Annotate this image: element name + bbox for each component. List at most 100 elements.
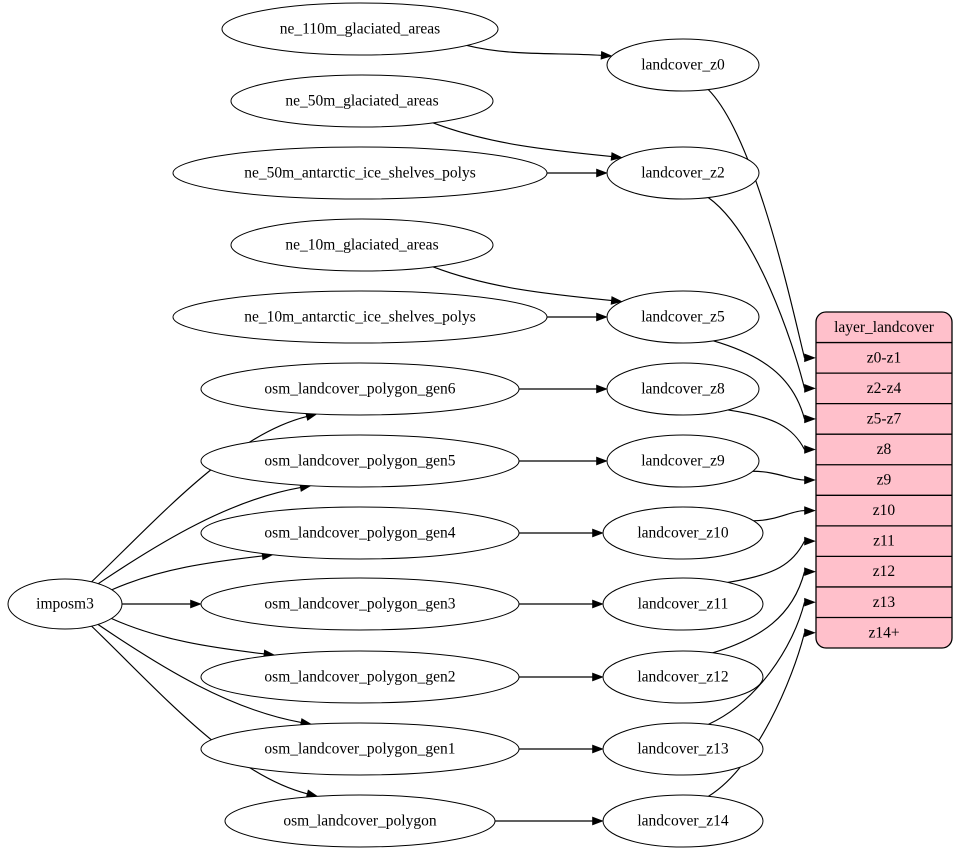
osm-table-node-osm_landcover_polygon_gen1[interactable]: osm_landcover_polygon_gen1 <box>200 722 520 776</box>
osm-table-node-osm_landcover_polygon_gen5[interactable]: osm_landcover_polygon_gen5 <box>200 434 520 488</box>
edge-line <box>707 197 806 389</box>
osm-table-node-osm_landcover_polygon_gen3[interactable]: osm_landcover_polygon_gen3 <box>200 577 520 631</box>
record-row-label-z2-z4[interactable]: z2-z4 <box>867 380 902 397</box>
source-node-imposm3[interactable]: imposm3 <box>7 578 123 630</box>
edge-ne_50m_antarctic_ice_shelves_polys-to-landcover-z2 <box>547 168 608 178</box>
record-row-label-z11[interactable]: z11 <box>873 533 895 550</box>
edge-line <box>753 510 805 522</box>
landcover-view-node-landcover_z13[interactable]: landcover_z13 <box>602 722 764 776</box>
natural-earth-node-ne_50m_antarctic_ice_shelves_polys[interactable]: ne_50m_antarctic_ice_shelves_polys <box>172 146 548 200</box>
natural-earth-node-ne_110m_glaciated_areas[interactable]: ne_110m_glaciated_areas <box>221 2 499 56</box>
record-row-label-z10[interactable]: z10 <box>873 502 896 519</box>
node-label: landcover_z8 <box>641 381 725 398</box>
edge-arrowhead <box>592 816 604 826</box>
landcover-view-node-landcover_z14[interactable]: landcover_z14 <box>602 794 764 848</box>
node-label: osm_landcover_polygon_gen6 <box>264 381 455 398</box>
edge-line <box>432 122 612 158</box>
landcover-view-node-landcover_z8[interactable]: landcover_z8 <box>606 362 760 416</box>
node-label: osm_landcover_polygon <box>283 813 437 830</box>
edge-line <box>712 571 806 654</box>
node-label: osm_landcover_polygon_gen3 <box>264 596 455 613</box>
ellipse-shape <box>200 722 520 776</box>
ellipse-shape <box>200 362 520 416</box>
ellipse-shape <box>200 434 520 488</box>
ellipse-shape <box>200 506 520 560</box>
natural-earth-node-ne_50m_glaciated_areas[interactable]: ne_50m_glaciated_areas <box>230 74 494 128</box>
edge-ne_10m_antarctic_ice_shelves_polys-to-landcover-z5 <box>547 312 608 322</box>
edge-imposm3-to-osm-landcover-polygon-gen2 <box>111 617 276 659</box>
edge-arrowhead <box>596 168 608 178</box>
ellipse-shape <box>200 577 520 631</box>
osm-table-node-osm_landcover_polygon_gen6[interactable]: osm_landcover_polygon_gen6 <box>200 362 520 416</box>
edge-line <box>727 540 806 583</box>
natural-earth-node-ne_10m_antarctic_ice_shelves_polys[interactable]: ne_10m_antarctic_ice_shelves_polys <box>172 290 548 344</box>
ellipse-shape <box>606 38 760 92</box>
record-row-label-z14-[interactable]: z14+ <box>868 624 899 641</box>
edge-line <box>708 602 806 725</box>
edge-line <box>97 623 302 723</box>
edge-landcover_z0-to-layer-landcover-z0-z1 <box>707 89 816 363</box>
edge-arrowhead <box>804 353 816 363</box>
edge-line <box>97 486 301 585</box>
node-label: landcover_z11 <box>638 596 729 613</box>
node-label: landcover_z14 <box>637 813 728 830</box>
ellipse-shape <box>606 434 760 488</box>
landcover-view-node-landcover_z9[interactable]: landcover_z9 <box>606 434 760 488</box>
edge-arrowhead <box>600 50 613 60</box>
ellipse-shape <box>602 794 764 848</box>
edge-arrowhead <box>596 384 608 394</box>
natural-earth-node-ne_10m_glaciated_areas[interactable]: ne_10m_glaciated_areas <box>230 218 494 272</box>
record-node-layer-landcover[interactable] <box>815 311 953 649</box>
record-row-label-z9[interactable]: z9 <box>877 472 892 489</box>
edge-line <box>91 416 307 583</box>
landcover-view-node-landcover_z11[interactable]: landcover_z11 <box>602 577 764 631</box>
edge-landcover_z10-to-layer-landcover-z10 <box>753 506 816 522</box>
landcover-view-node-landcover_z12[interactable]: landcover_z12 <box>602 650 764 704</box>
node-label: landcover_z13 <box>637 741 728 758</box>
edge-osm_landcover_polygon_gen6-to-landcover-z8 <box>519 384 608 394</box>
edge-landcover_z13-to-layer-landcover-z13 <box>708 597 816 725</box>
ellipse-shape <box>606 290 760 344</box>
edge-line <box>91 625 308 795</box>
landcover-view-node-landcover_z2[interactable]: landcover_z2 <box>606 146 760 200</box>
osm-table-node-osm_landcover_polygon_gen4[interactable]: osm_landcover_polygon_gen4 <box>200 506 520 560</box>
edge-osm_landcover_polygon_gen3-to-landcover-z11 <box>519 599 604 609</box>
edge-arrowhead <box>804 506 816 515</box>
edge-line <box>752 470 805 481</box>
edge-osm_landcover_polygon_gen1-to-landcover-z13 <box>518 744 604 754</box>
edge-arrowhead <box>804 628 816 638</box>
node-label: landcover_z2 <box>641 165 725 182</box>
osm-table-node-osm_landcover_polygon_gen2[interactable]: osm_landcover_polygon_gen2 <box>200 650 520 704</box>
edge-landcover_z8-to-layer-landcover-z8 <box>727 409 816 454</box>
edge-ne_110m_glaciated_areas-to-landcover-z0 <box>466 44 613 60</box>
edge-ne_50m_glaciated_areas-to-landcover-z2 <box>432 122 623 161</box>
landcover-view-node-landcover_z0[interactable]: landcover_z0 <box>606 38 760 92</box>
edge-imposm3-to-osm-landcover-polygon-gen3 <box>122 599 202 609</box>
ellipse-shape <box>602 722 764 776</box>
edge-arrowhead <box>596 456 608 466</box>
edge-arrowhead <box>804 536 816 546</box>
edge-line <box>713 340 806 420</box>
node-label: landcover_z10 <box>637 525 728 542</box>
ellipse-shape <box>602 506 764 560</box>
record-node-layer: layer_landcoverz0-z1z2-z4z5-z7z8z9z10z11… <box>815 311 953 649</box>
osm-table-node-osm_landcover_polygon[interactable]: osm_landcover_polygon <box>224 794 496 848</box>
node-label: ne_110m_glaciated_areas <box>280 21 440 38</box>
edge-line <box>111 617 265 655</box>
ellipse-shape <box>172 146 548 200</box>
landcover-view-node-landcover_z5[interactable]: landcover_z5 <box>606 290 760 344</box>
nodes-layer: imposm3 ne_110m_glaciated_areas ne_50m_gla… <box>7 2 764 848</box>
edge-line <box>707 89 806 358</box>
ellipse-shape <box>606 362 760 416</box>
edge-landcover_z5-to-layer-landcover-z5-z7 <box>713 340 816 424</box>
record-row-label-z0-z1[interactable]: z0-z1 <box>867 349 901 366</box>
edge-arrowhead <box>596 312 608 322</box>
record-row-label-z12[interactable]: z12 <box>873 563 895 580</box>
edge-imposm3-to-osm-landcover-polygon-gen4 <box>111 551 274 591</box>
landcover-view-node-landcover_z10[interactable]: landcover_z10 <box>602 506 764 560</box>
edge-landcover_z2-to-layer-landcover-z2-z4 <box>707 197 816 393</box>
record-row-label-z5-z7[interactable]: z5-z7 <box>867 410 902 427</box>
edge-arrowhead <box>804 475 816 485</box>
record-row-label-z13[interactable]: z13 <box>873 594 896 611</box>
record-row-label-z8[interactable]: z8 <box>877 441 892 458</box>
